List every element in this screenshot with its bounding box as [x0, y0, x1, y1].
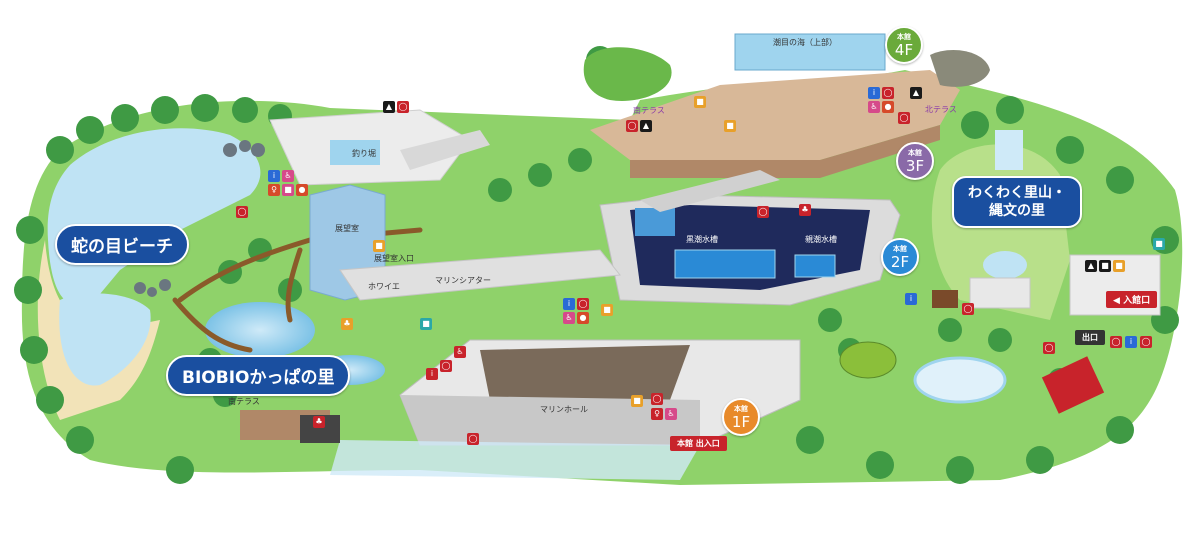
shiome-tank — [734, 33, 886, 71]
fishing-pond — [330, 140, 380, 165]
shop-icon[interactable]: ■ — [373, 240, 385, 252]
stroller-icon[interactable]: ● — [296, 184, 308, 196]
observation-entrance-label: 展望室入口 — [374, 254, 414, 263]
elevator-icon-2[interactable]: ▲ — [640, 120, 652, 132]
restroom-icon-12[interactable]: ◯ — [898, 112, 910, 124]
restroom-icon-13[interactable]: i — [905, 293, 917, 305]
satoyama-pond — [983, 251, 1027, 279]
marine-hall-inner — [480, 345, 690, 400]
rocks — [134, 140, 265, 297]
nursing-icon-4[interactable]: ♀ — [651, 408, 663, 420]
marine-hall-label: マリンホール — [540, 405, 588, 414]
coin-locker-icon[interactable]: ■ — [282, 184, 294, 196]
restroom-icon-10[interactable]: ◯ — [626, 120, 638, 132]
satoyama-building — [969, 277, 1031, 309]
jomon-house — [932, 290, 958, 308]
restroom-icon-16[interactable]: i — [1125, 336, 1137, 348]
nursing-icon-3[interactable]: ◯ — [577, 298, 589, 310]
entrance-tag[interactable]: ◀ 入館口 — [1106, 291, 1158, 308]
foyer-label: ホワイエ — [368, 282, 400, 291]
south-terrace-left-label: 南テラス — [228, 397, 260, 406]
restroom-icon-2[interactable]: ◯ — [236, 206, 248, 218]
exit-tag[interactable]: 出口 — [1075, 330, 1105, 345]
trees — [14, 46, 1179, 484]
walkway-2f — [640, 170, 780, 212]
restroom-icon-17[interactable]: ◯ — [1043, 342, 1055, 354]
rocky-area — [930, 50, 990, 87]
restroom-icon-6[interactable]: i — [563, 298, 575, 310]
restroom-icon[interactable]: i — [268, 170, 280, 182]
main-entrance-tag[interactable]: 本館 出入口 — [670, 436, 727, 451]
stroller-icon-3[interactable]: ● — [882, 101, 894, 113]
beach-water-lower — [59, 293, 151, 386]
kuroshio-tank — [674, 249, 776, 279]
restroom-icon-5[interactable]: i — [426, 368, 438, 380]
accessible-icon-3[interactable]: ♿ — [563, 312, 575, 324]
shop-icon-6[interactable]: ■ — [1113, 260, 1125, 272]
restroom-icon-11[interactable]: i — [868, 87, 880, 99]
bridge — [400, 130, 490, 170]
restroom-icon-14[interactable]: ◯ — [962, 303, 974, 315]
nursing-icon[interactable]: ♀ — [268, 184, 280, 196]
restroom-icon-4[interactable]: ■ — [420, 318, 432, 330]
shop-icon-7[interactable]: ■ — [1153, 238, 1165, 250]
south-terrace-top-label: 南テラス — [633, 106, 665, 115]
shop-icon-5[interactable]: ■ — [694, 96, 706, 108]
waterfall — [995, 130, 1023, 170]
nursing-icon-2[interactable]: ◯ — [440, 360, 452, 372]
restroom-icon-9[interactable]: ◯ — [467, 433, 479, 445]
north-terrace-label: 北テラス — [925, 105, 957, 114]
accessible-icon-4[interactable]: ♿ — [665, 408, 677, 420]
oyashio-tank — [794, 254, 836, 278]
oyashio-label: 親潮水槽 — [805, 235, 837, 244]
restaurant-icon-3[interactable]: ♣ — [799, 204, 811, 216]
tank-top — [635, 208, 675, 236]
elevator-icon[interactable]: ▲ — [383, 101, 395, 113]
marine-hall-front — [400, 395, 700, 445]
accessible-icon-2[interactable]: ♿ — [454, 346, 466, 358]
accessible-icon[interactable]: ♿ — [282, 170, 294, 182]
glass-walk — [330, 440, 700, 480]
nursing-icon-5[interactable]: ◯ — [882, 87, 894, 99]
shop-icon-3[interactable]: ■ — [631, 395, 643, 407]
fishing-label: 釣り堀 — [352, 149, 376, 158]
fountain-plaza — [913, 356, 1007, 404]
green-hill — [583, 47, 672, 101]
restroom-icon-8[interactable]: ◯ — [651, 393, 663, 405]
shop-icon-2[interactable]: ■ — [601, 304, 613, 316]
kappa-statue — [839, 341, 897, 379]
beach-label[interactable]: 蛇の目ビーチ — [55, 224, 189, 265]
accessible-icon-5[interactable]: ♿ — [868, 101, 880, 113]
terrace-4f — [590, 70, 960, 160]
kuroshio-label: 黒潮水槽 — [686, 235, 718, 244]
kappa-pond — [205, 302, 315, 358]
satoyama-label[interactable]: わくわく里山・ 縄文の里 — [952, 176, 1082, 228]
restroom-icon-15[interactable]: ◯ — [1110, 336, 1122, 348]
restroom-icon-18[interactable]: ◯ — [1140, 336, 1152, 348]
marine-theater-label: マリンシアター — [435, 276, 491, 285]
observation-label: 展望室 — [335, 224, 359, 233]
wooden-paths — [172, 227, 423, 353]
entrance-tag-text: 入館口 — [1123, 296, 1151, 306]
restroom-icon-7[interactable]: ◯ — [757, 206, 769, 218]
foyer-walkway — [339, 249, 621, 301]
restaurant-icon[interactable]: ♣ — [341, 318, 353, 330]
kappa-label[interactable]: BIOBIOかっぱの里 — [166, 355, 351, 396]
restroom-icon-3[interactable]: ◯ — [397, 101, 409, 113]
shop-icon-4[interactable]: ■ — [724, 120, 736, 132]
terrace-4f-front — [630, 125, 940, 178]
restaurant-icon-2[interactable]: ♣ — [313, 416, 325, 428]
stroller-icon-2[interactable]: ● — [577, 312, 589, 324]
elevator-icon-3[interactable]: ▲ — [910, 87, 922, 99]
coin-locker-icon-2[interactable]: ■ — [1099, 260, 1111, 272]
ticket-building — [1041, 356, 1105, 414]
elevator-icon-4[interactable]: ▲ — [1085, 260, 1097, 272]
shiome-label: 潮目の海（上部） — [773, 38, 837, 47]
